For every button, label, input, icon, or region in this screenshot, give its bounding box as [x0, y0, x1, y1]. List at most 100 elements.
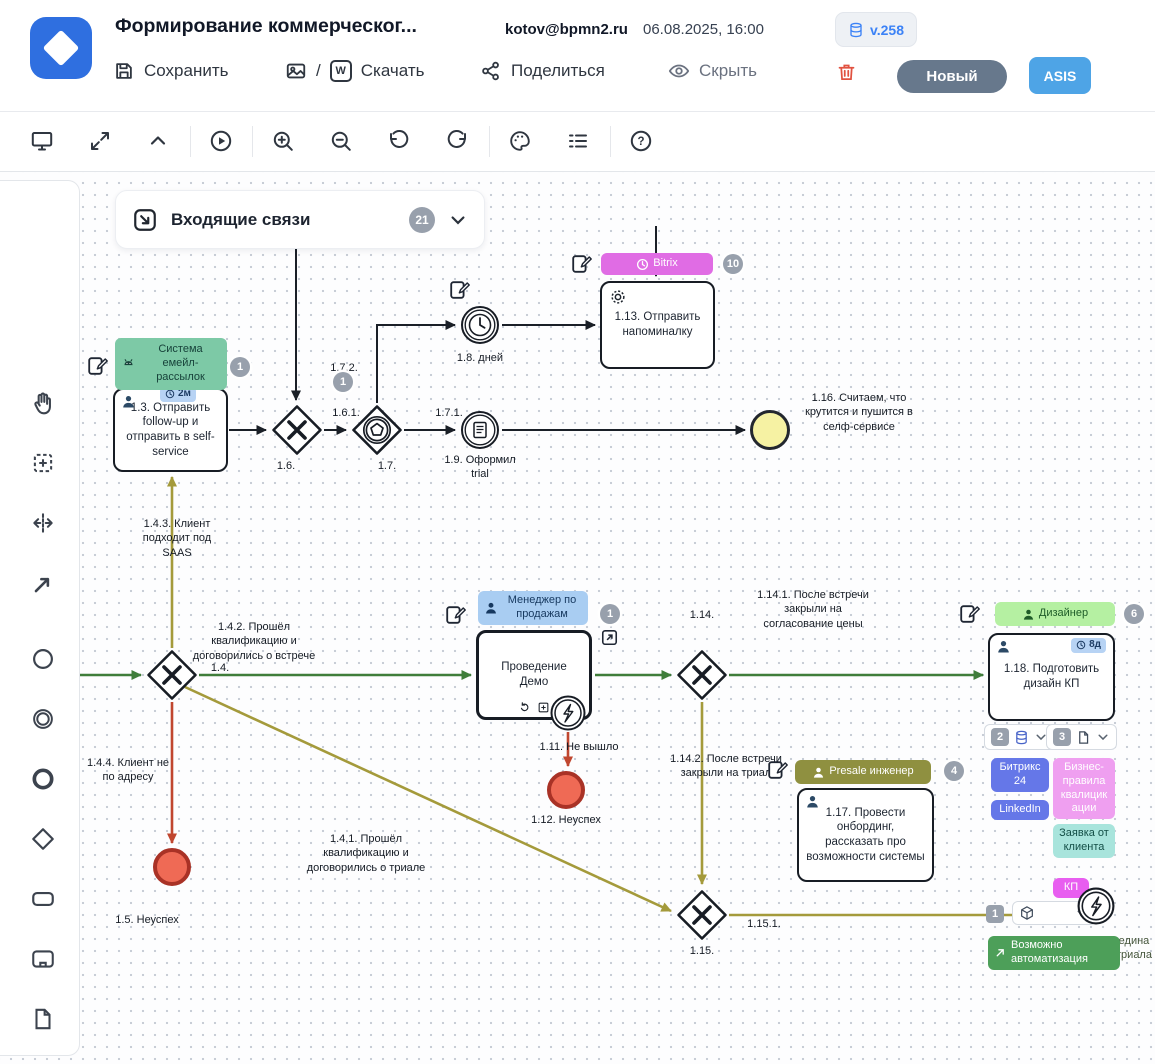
save-button[interactable]: Сохранить	[113, 60, 228, 82]
gear-icon	[608, 287, 628, 307]
attachments-dropdown-docs[interactable]: 3	[1046, 724, 1117, 750]
collapse-icon[interactable]	[146, 129, 170, 153]
tag-request[interactable]: Заявка от клиента	[1053, 824, 1115, 858]
timer-event-1-8[interactable]	[460, 305, 500, 345]
play-icon[interactable]	[209, 129, 233, 153]
end-event-shape-icon[interactable]	[26, 762, 60, 796]
gateway-label-1-14[interactable]: 1.14.	[689, 609, 715, 621]
task-1-3[interactable]: 2м 1.3. Отправить follow-up и отправить …	[113, 387, 228, 472]
download-button[interactable]: / W Скачать	[285, 60, 424, 82]
boundary-error-event[interactable]	[550, 695, 586, 731]
zoom-in-icon[interactable]	[271, 129, 295, 153]
badge-presale[interactable]: 4	[944, 761, 964, 781]
end-event-1-16[interactable]	[750, 410, 790, 450]
flow-label-1-4-4[interactable]: 1.4.4. Клиент не по адресу	[86, 757, 170, 784]
flow-label-1-4-1[interactable]: 1.4.1. Прошёл квалификацию и договорилис…	[306, 833, 426, 874]
gateway-1-4[interactable]	[146, 649, 198, 701]
incoming-links-panel[interactable]: Входящие связи 21	[115, 190, 485, 249]
gateway-1-15[interactable]	[676, 889, 728, 941]
end-event-1-5[interactable]	[153, 848, 191, 886]
flow-label-cut-right[interactable]: едина триала	[1116, 935, 1152, 962]
badge-bitrix[interactable]: 10	[723, 254, 743, 274]
fit-screen-icon[interactable]	[30, 129, 54, 153]
note-icon[interactable]	[570, 253, 592, 275]
person-icon	[996, 639, 1011, 654]
event-1-9[interactable]	[460, 410, 500, 450]
fullscreen-icon[interactable]	[88, 129, 112, 153]
label-designer[interactable]: Дизайнер	[995, 602, 1115, 626]
data-object-shape-icon[interactable]	[26, 1002, 60, 1036]
link-icon[interactable]	[600, 628, 619, 647]
delete-button[interactable]	[836, 62, 857, 83]
gateway-1-6[interactable]	[271, 404, 323, 456]
gateway-1-14[interactable]	[676, 649, 728, 701]
flow-label-1-6-1[interactable]: 1.6.1.	[332, 407, 360, 419]
note-icon[interactable]	[448, 279, 470, 301]
gateway-shape-icon[interactable]	[26, 822, 60, 856]
flow-label-1-4-2[interactable]: 1.4.2. Прошёл квалификацию и договорилис…	[192, 621, 316, 662]
gateway-label-1-4[interactable]: 1.4.	[210, 662, 230, 674]
tag-kp[interactable]: КП	[1053, 878, 1089, 898]
event-label-1-5[interactable]: 1.5. Неуспех	[115, 914, 179, 926]
flow-label-1-4-3[interactable]: 1.4.3. Клиент подходит под SAAS	[142, 518, 212, 559]
event-label-1-12[interactable]: 1.12. Неуспех	[531, 814, 601, 826]
tag-rules[interactable]: Бизнес-правила квалицикации	[1053, 758, 1115, 819]
label-bitrix[interactable]: Bitrix	[601, 253, 713, 275]
task-shape-icon[interactable]	[26, 882, 60, 916]
attachments-dropdown-db[interactable]: 2	[984, 724, 1055, 750]
label-presale[interactable]: Presale инженер	[795, 760, 931, 784]
event-label-1-16[interactable]: 1.16. Считаем, что крутится и пушится в …	[805, 392, 913, 433]
badge-flow-1-6-1[interactable]: 1	[333, 372, 353, 392]
flow-label-1-15-1[interactable]: 1.15.1.	[747, 918, 781, 930]
flow-label-1-7-2[interactable]: 1.7.2.	[330, 362, 358, 374]
zoom-out-icon[interactable]	[329, 129, 353, 153]
help-icon[interactable]: ?	[629, 129, 653, 153]
label-manager[interactable]: Менеджер по продажам	[478, 591, 588, 625]
tag-automation[interactable]: Возможно автоматизация	[988, 936, 1120, 970]
note-icon[interactable]	[766, 759, 788, 781]
note-icon[interactable]	[86, 355, 108, 377]
select-area-tool-icon[interactable]	[26, 446, 60, 480]
flow-label-1-11[interactable]: 1.11. Не вышло	[539, 741, 619, 753]
chevron-down-icon[interactable]	[448, 210, 468, 230]
version-badge[interactable]: v.258	[835, 12, 917, 47]
tag-linkedin[interactable]: LinkedIn	[991, 800, 1049, 820]
gateway-label-1-7[interactable]: 1.7.	[377, 460, 397, 472]
intermediate-event-shape-icon[interactable]	[26, 702, 60, 736]
gateway-1-7-event-based[interactable]	[351, 404, 403, 456]
task-1-18[interactable]: 8д 1.18. Подготовить дизайн КП	[988, 633, 1115, 721]
event-label-1-9[interactable]: 1.9. Оформил trial	[444, 454, 516, 481]
palette-icon[interactable]	[508, 129, 532, 153]
checklist-icon[interactable]	[566, 129, 590, 153]
subprocess-shape-icon[interactable]	[26, 942, 60, 976]
gateway-label-1-15[interactable]: 1.15.	[689, 945, 715, 957]
redo-icon[interactable]	[445, 129, 469, 153]
gateway-label-1-6[interactable]: 1.6.	[276, 460, 296, 472]
end-event-1-12[interactable]	[547, 771, 585, 809]
badge-manager[interactable]: 1	[600, 604, 620, 624]
boundary-error-event[interactable]	[1077, 887, 1115, 925]
share-button[interactable]: Поделиться	[480, 60, 605, 82]
new-button[interactable]: Новый	[897, 60, 1007, 93]
task-1-13[interactable]: 1.13. Отправить напоминалку	[600, 281, 715, 369]
flow-label-1-14-2[interactable]: 1.14.2. После встречи закрыли на триал	[670, 753, 782, 780]
note-icon[interactable]	[958, 603, 980, 625]
space-tool-icon[interactable]	[26, 506, 60, 540]
flow-label-1-7-1[interactable]: 1.7.1.	[435, 407, 463, 419]
badge-bottom[interactable]: 1	[986, 905, 1004, 923]
connection-tool-icon[interactable]	[26, 567, 60, 601]
hand-tool-icon[interactable]	[26, 386, 60, 420]
label-email-system[interactable]: Система емейл-рассылок	[115, 338, 227, 390]
task-1-17[interactable]: 1.17. Провести онбординг, рассказать про…	[797, 788, 934, 882]
undo-icon[interactable]	[387, 129, 411, 153]
badge-email-system[interactable]: 1	[230, 357, 250, 377]
note-icon[interactable]	[444, 604, 466, 626]
app-logo[interactable]	[30, 17, 92, 79]
asis-button[interactable]: ASIS	[1029, 57, 1091, 94]
badge-designer[interactable]: 6	[1124, 604, 1144, 624]
event-label-1-8[interactable]: 1.8. дней	[456, 352, 504, 364]
tag-bitrix24[interactable]: Битрикс 24	[991, 758, 1049, 792]
flow-label-1-14-1[interactable]: 1.14.1. После встречи закрыли на согласо…	[757, 589, 869, 630]
hide-button[interactable]: Скрыть	[668, 60, 757, 82]
start-event-shape-icon[interactable]	[26, 642, 60, 676]
